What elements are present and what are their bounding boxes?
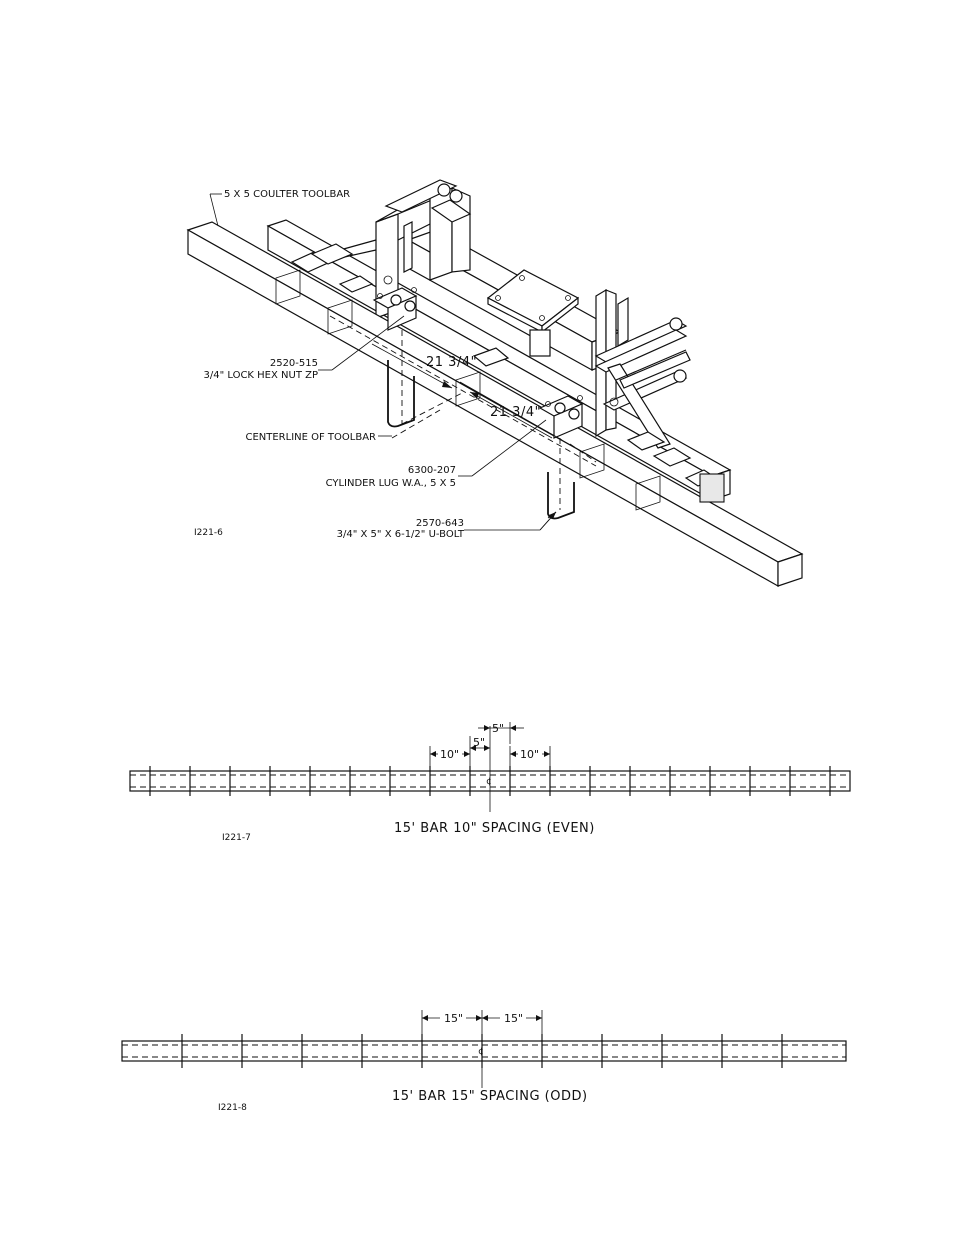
figure-id-3: I221-8 [218, 1103, 247, 1113]
label-centerline: CENTERLINE OF TOOLBAR [245, 432, 376, 443]
caption-even: 15' BAR 10" SPACING (EVEN) [394, 821, 595, 836]
center-mark-even: ¢ [486, 777, 492, 787]
figure-id-2: I221-7 [222, 833, 251, 843]
label-nut-part: 2520-515 [270, 358, 318, 369]
label-ubolt-desc: 3/4" X 5" X 6-1/2" U-BOLT [337, 529, 465, 540]
dim-even-left: 10" [440, 748, 459, 761]
label-dim-a: 21 3/4" [426, 355, 477, 370]
dim-even-top: 5" [492, 722, 504, 735]
dim-odd-right: 15" [504, 1012, 523, 1025]
label-nut-desc: 3/4" LOCK HEX NUT ZP [203, 370, 318, 381]
label-ubolt-part: 2570-643 [416, 518, 464, 529]
label-coulter-toolbar: 5 X 5 COULTER TOOLBAR [224, 189, 350, 200]
label-dim-b: 21 3/4" [490, 405, 541, 420]
label-lug-desc: CYLINDER LUG W.A., 5 X 5 [326, 478, 456, 489]
dim-even-right: 10" [520, 748, 539, 761]
dim-even-mid: 5" [473, 736, 485, 749]
label-lug-part: 6300-207 [408, 465, 456, 476]
bar-outline-odd [122, 1041, 846, 1061]
figure-id-1: I221-6 [194, 528, 223, 538]
figure-toolbar-assembly: 5 X 5 COULTER TOOLBAR 2520-515 3/4" LOCK… [188, 180, 802, 586]
dim-odd-left: 15" [444, 1012, 463, 1025]
center-mark-odd: ¢ [478, 1047, 484, 1057]
figure-bar-15in-spacing: 15" 15" ¢ 15' BAR 15" SPACING (ODD) I221… [122, 1010, 846, 1113]
caption-odd: 15' BAR 15" SPACING (ODD) [392, 1089, 588, 1104]
right-hitch-frame [596, 290, 690, 448]
figure-bar-10in-spacing: 5" 5" 10" 10" ¢ 15' BAR 10" SPACING (EVE… [130, 722, 850, 843]
